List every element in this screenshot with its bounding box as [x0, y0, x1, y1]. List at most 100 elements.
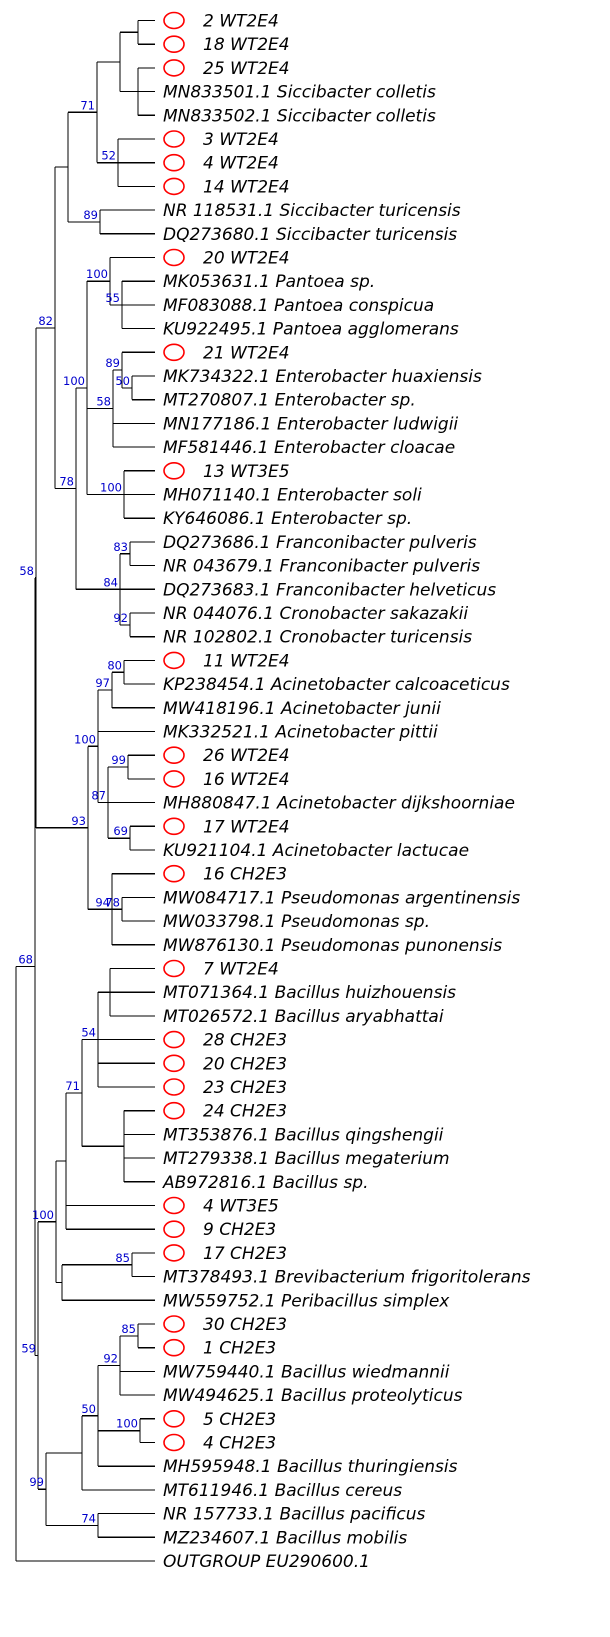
sample-marker-icon	[163, 59, 185, 77]
sample-marker-icon	[163, 11, 185, 30]
bootstrap-value: 97	[95, 676, 110, 690]
sample-marker-icon	[163, 1054, 185, 1073]
bootstrap-value: 78	[105, 895, 120, 909]
leaf-label: 30 CH2E3	[203, 1315, 287, 1335]
leaf-label: 20 CH2E3	[203, 1054, 287, 1074]
leaf-label: KU921104.1 Acinetobacter lactucae	[163, 841, 469, 861]
leaf-label: MT279338.1 Bacillus megaterium	[163, 1149, 450, 1169]
leaf-label: MT071364.1 Bacillus huizhouensis	[163, 983, 456, 1003]
leaf-label: 16 CH2E3	[203, 865, 287, 885]
sample-marker-icon	[163, 959, 185, 978]
leaf-label: MW494625.1 Bacillus proteolyticus	[163, 1386, 463, 1406]
sample-marker-icon	[163, 461, 185, 480]
bootstrap-value: 93	[71, 814, 86, 828]
bootstrap-value: 71	[80, 98, 95, 112]
sample-marker-icon	[163, 651, 185, 670]
bootstrap-value: 80	[107, 658, 122, 672]
sample-marker-icon	[163, 770, 185, 788]
leaf-label: NR 043679.1 Franconibacter pulveris	[163, 557, 480, 577]
bootstrap-value: 100	[74, 732, 96, 746]
leaf-label: NR 044076.1 Cronobacter sakazakii	[163, 604, 468, 624]
bootstrap-value: 69	[113, 824, 128, 838]
leaf-label: NR 157733.1 Bacillus pacificus	[163, 1505, 425, 1525]
bootstrap-value: 74	[81, 1511, 96, 1525]
bootstrap-value: 82	[38, 314, 53, 328]
bootstrap-value: 58	[19, 564, 34, 578]
sample-marker-icon	[163, 153, 185, 172]
leaf-label: 4 CH2E3	[203, 1434, 276, 1454]
leaf-label: MT611946.1 Bacillus cereus	[163, 1481, 402, 1501]
leaf-label: 17 CH2E3	[203, 1244, 287, 1264]
sample-marker-icon	[163, 1338, 185, 1357]
leaf-label: 1 CH2E3	[203, 1339, 276, 1359]
leaf-label: MT026572.1 Bacillus aryabhattai	[163, 1007, 444, 1027]
sample-marker-icon	[163, 1078, 185, 1096]
leaf-label: MW559752.1 Peribacillus simplex	[163, 1291, 450, 1311]
sample-marker-icon	[163, 1410, 185, 1428]
bootstrap-value: 78	[59, 475, 74, 489]
leaf-label: 14 WT2E4	[203, 177, 290, 197]
leaf-label: 4 WT3E5	[203, 1197, 279, 1217]
sample-marker-icon	[163, 1196, 185, 1215]
leaf-label: DQ273683.1 Franconibacter helveticus	[163, 580, 496, 600]
leaf-label: 21 WT2E4	[203, 343, 290, 363]
sample-marker-icon	[163, 1030, 185, 1049]
sample-marker-icon	[163, 1220, 185, 1238]
bootstrap-value: 54	[81, 1026, 96, 1040]
leaf-label: 5 CH2E3	[203, 1410, 276, 1430]
leaf-label: MW876130.1 Pseudomonas punonensis	[163, 936, 502, 956]
leaf-label: 3 WT2E4	[203, 130, 279, 150]
leaf-label: MN833502.1 Siccibacter colletis	[163, 106, 436, 126]
leaf-label: NR 118531.1 Siccibacter turicensis	[163, 201, 461, 221]
bootstrap-value: 99	[29, 1475, 44, 1489]
bootstrap-value: 50	[81, 1402, 96, 1416]
sample-marker-icon	[163, 1315, 185, 1333]
leaf-label: 18 WT2E4	[203, 35, 290, 55]
leaf-label: 23 CH2E3	[203, 1078, 287, 1098]
sample-marker-icon	[163, 177, 185, 196]
bootstrap-value: 83	[113, 540, 128, 554]
sample-marker-icon	[163, 746, 185, 765]
bootstrap-value: 50	[115, 374, 130, 388]
leaf-label: MN833501.1 Siccibacter colletis	[163, 83, 436, 103]
bootstrap-value: 89	[83, 208, 98, 222]
bootstrap-value: 55	[105, 291, 120, 305]
leaf-label: 26 WT2E4	[203, 746, 290, 766]
leaf-label: MK053631.1 Pantoea sp.	[163, 272, 375, 292]
leaf-label: DQ273680.1 Siccibacter turicensis	[163, 225, 457, 245]
sample-marker-icon	[163, 35, 185, 54]
leaf-label: MZ234607.1 Bacillus mobilis	[163, 1528, 407, 1548]
bootstrap-values: 5271895510050895810010083928478828097996…	[18, 98, 138, 1525]
leaf-label: 17 WT2E4	[203, 817, 290, 837]
leaf-label: DQ273686.1 Franconibacter pulveris	[163, 533, 477, 553]
leaf-label: MN177186.1 Enterobacter ludwigii	[163, 414, 458, 434]
sample-markers	[163, 11, 185, 1452]
leaf-label: MT270807.1 Enterobacter sp.	[163, 391, 416, 411]
leaf-label: MK734322.1 Enterobacter huaxiensis	[163, 367, 482, 387]
tree-branches	[15, 19, 155, 1562]
leaf-label: KP238454.1 Acinetobacter calcoaceticus	[163, 675, 510, 695]
leaf-label: MT353876.1 Bacillus qingshengii	[163, 1125, 444, 1145]
leaf-label: KU922495.1 Pantoea agglomerans	[163, 320, 459, 340]
bootstrap-value: 100	[63, 374, 85, 388]
bootstrap-value: 84	[103, 575, 118, 589]
leaf-label: 24 CH2E3	[203, 1102, 287, 1122]
sample-marker-icon	[163, 864, 185, 883]
bootstrap-value: 59	[21, 1341, 36, 1355]
leaf-label: MF581446.1 Enterobacter cloacae	[163, 438, 455, 458]
leaf-label: MW759440.1 Bacillus wiedmannii	[163, 1362, 450, 1382]
bootstrap-value: 94	[95, 895, 110, 909]
bootstrap-value: 99	[111, 753, 126, 767]
leaf-label: MH595948.1 Bacillus thuringiensis	[163, 1457, 458, 1477]
bootstrap-value: 100	[86, 267, 108, 281]
bootstrap-value: 85	[115, 1251, 130, 1265]
leaf-label: MW418196.1 Acinetobacter junii	[163, 699, 441, 719]
sample-marker-icon	[163, 343, 185, 362]
bootstrap-value: 87	[91, 789, 106, 803]
leaf-label: 13 WT3E5	[203, 462, 290, 482]
bootstrap-value: 89	[105, 356, 120, 370]
bootstrap-value: 58	[96, 395, 111, 409]
leaf-label: 11 WT2E4	[203, 651, 290, 671]
